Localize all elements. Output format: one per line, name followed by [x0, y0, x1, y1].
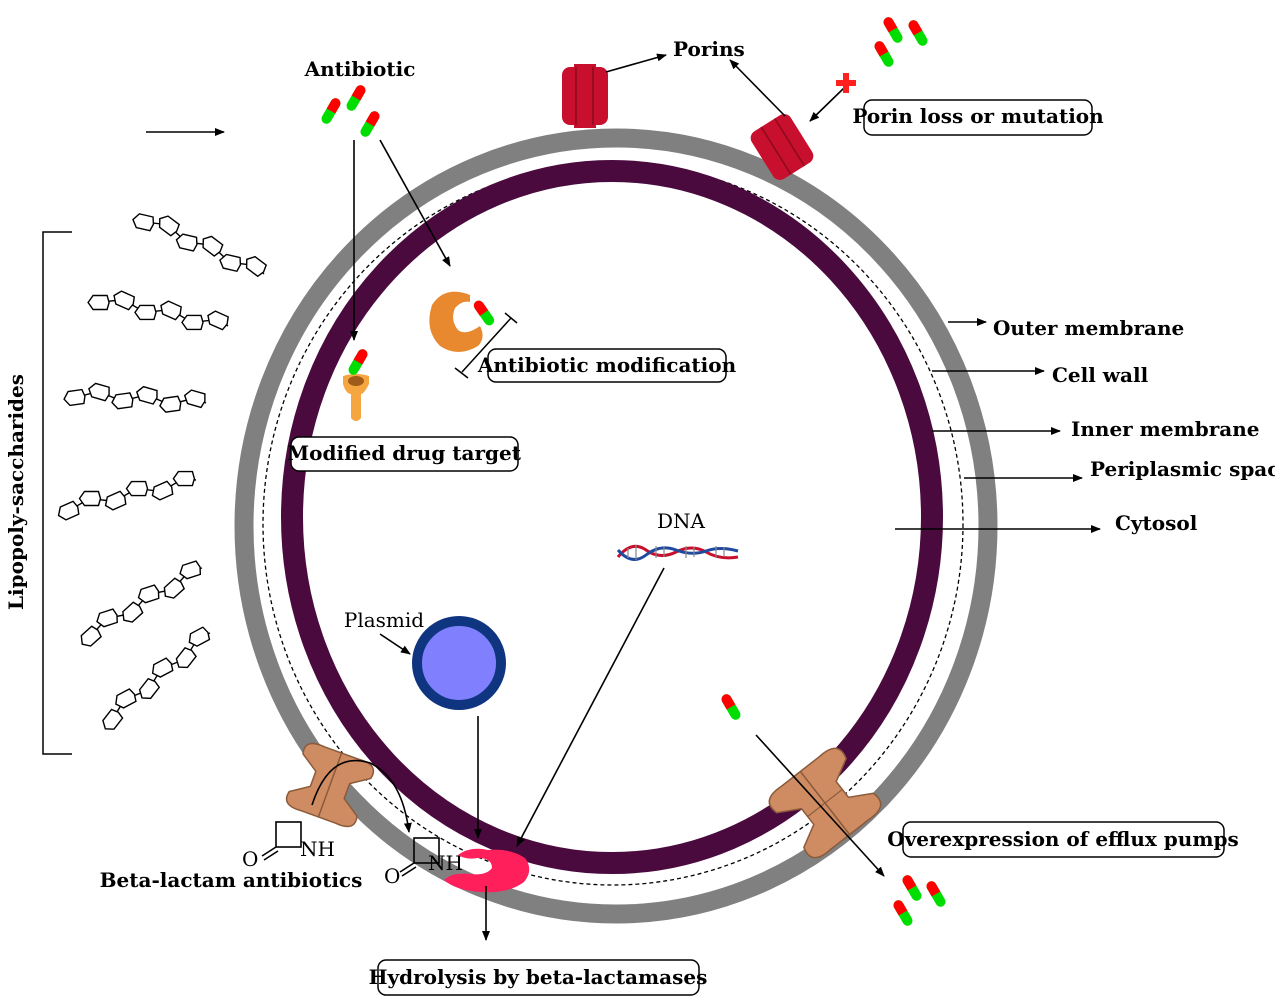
porin-loss-box: [863, 99, 1093, 136]
porin-loss-label: Porin loss or mutation: [852, 104, 1104, 128]
modified-target-box: [290, 436, 519, 472]
mutated-porin-icon: [750, 114, 814, 180]
lps-chain-icon: [172, 645, 198, 673]
lps-chain-icon: [125, 480, 149, 497]
lps-chain-icon: [55, 499, 82, 523]
efflux-box: [902, 821, 1225, 858]
lps-chain-icon: [148, 479, 176, 503]
inner-membrane: [281, 160, 943, 874]
lps-chain-icon: [157, 298, 184, 322]
svg-text:O: O: [384, 864, 400, 888]
lps-chains: [55, 212, 269, 734]
lps-chain-icon: [118, 600, 145, 627]
lps-chain-icon: [87, 294, 110, 311]
lps-chain-icon: [217, 252, 243, 273]
lps-chain-icon: [204, 308, 231, 332]
antibiotic-pill-icon: [719, 692, 743, 722]
beta-lactamase-icon: [444, 848, 530, 893]
antibiotic-modification-label: Antibiotic modification: [477, 353, 737, 377]
cell-wall-label: Cell wall: [1052, 363, 1149, 387]
red-cross-icon: [836, 73, 856, 93]
lps-chain-icon: [62, 388, 87, 407]
lps-chain-icon: [110, 288, 137, 312]
porins-label: Porins: [673, 37, 745, 61]
beta-lactam-structure: O NH: [384, 837, 463, 888]
lps-chain-icon: [185, 625, 212, 650]
lps-chain-icon: [102, 489, 129, 513]
hydrolysis-box: [377, 959, 700, 996]
antibiotic-label: Antibiotic: [304, 57, 416, 81]
lps-chain-icon: [130, 212, 156, 232]
lps-chain-icon: [99, 707, 125, 734]
receptor-icon: [343, 347, 370, 421]
efflux-pump-icon: [768, 747, 882, 859]
lps-chain-icon: [76, 624, 104, 651]
lps-label: Lipopoly-saccharides: [4, 374, 28, 610]
beta-lactam-label: Beta-lactam antibiotics: [100, 868, 363, 892]
lps-chain-icon: [148, 656, 176, 681]
dna-helix-icon: [616, 544, 739, 561]
lps-chain-icon: [110, 391, 135, 411]
lps-chain-icon: [135, 583, 162, 605]
plasmid-label: Plasmid: [344, 608, 424, 632]
hydrolysis-label: Hydrolysis by beta-lactamases: [369, 965, 708, 989]
cytosol-label: Cytosol: [1115, 511, 1198, 535]
lps-chain-icon: [134, 384, 160, 406]
lps-chain-icon: [158, 395, 183, 414]
cell-envelope: [234, 128, 998, 924]
lps-chain-icon: [134, 304, 157, 321]
lps-chain-icon: [182, 388, 208, 409]
svg-text:O: O: [242, 847, 258, 871]
plasmid-icon: [412, 616, 506, 710]
periplasmic-space-label: Periplasmic space: [1090, 457, 1275, 481]
svg-text:NH: NH: [300, 837, 335, 861]
efflux-label: Overexpression of efflux pumps: [887, 827, 1238, 851]
lps-chain-icon: [174, 232, 200, 253]
antibiotic-pill-icon: [319, 83, 382, 139]
dna-label: DNA: [657, 509, 706, 533]
lps-chain-icon: [135, 676, 162, 703]
antibiotic-modification-box: [487, 348, 727, 383]
lps-chain-icon: [86, 381, 112, 402]
antibiotic-pill-icon: [872, 15, 930, 69]
svg-text:NH: NH: [428, 851, 463, 875]
efflux-pump-icon: [285, 742, 375, 828]
lps-chain-icon: [159, 576, 187, 603]
lps-bracket: [42, 231, 72, 755]
lps-chain-icon: [172, 470, 196, 487]
lps-chain-icon: [78, 490, 102, 507]
outer-membrane-label: Outer membrane: [993, 316, 1184, 340]
porin-icon: [562, 64, 608, 128]
lps-chain-icon: [181, 314, 204, 331]
lps-chain-icon: [94, 607, 120, 629]
enzyme-icon: [429, 291, 497, 352]
lps-chain-icon: [111, 687, 139, 711]
antibiotic-pill-icon: [891, 873, 948, 928]
beta-lactam-structure: O NH: [242, 821, 335, 871]
inner-membrane-label: Inner membrane: [1071, 417, 1259, 441]
modification-slash: [461, 317, 512, 373]
lps-chain-icon: [177, 559, 203, 581]
outer-membrane: [234, 128, 998, 924]
modified-target-label: Modified drug target: [287, 441, 522, 465]
